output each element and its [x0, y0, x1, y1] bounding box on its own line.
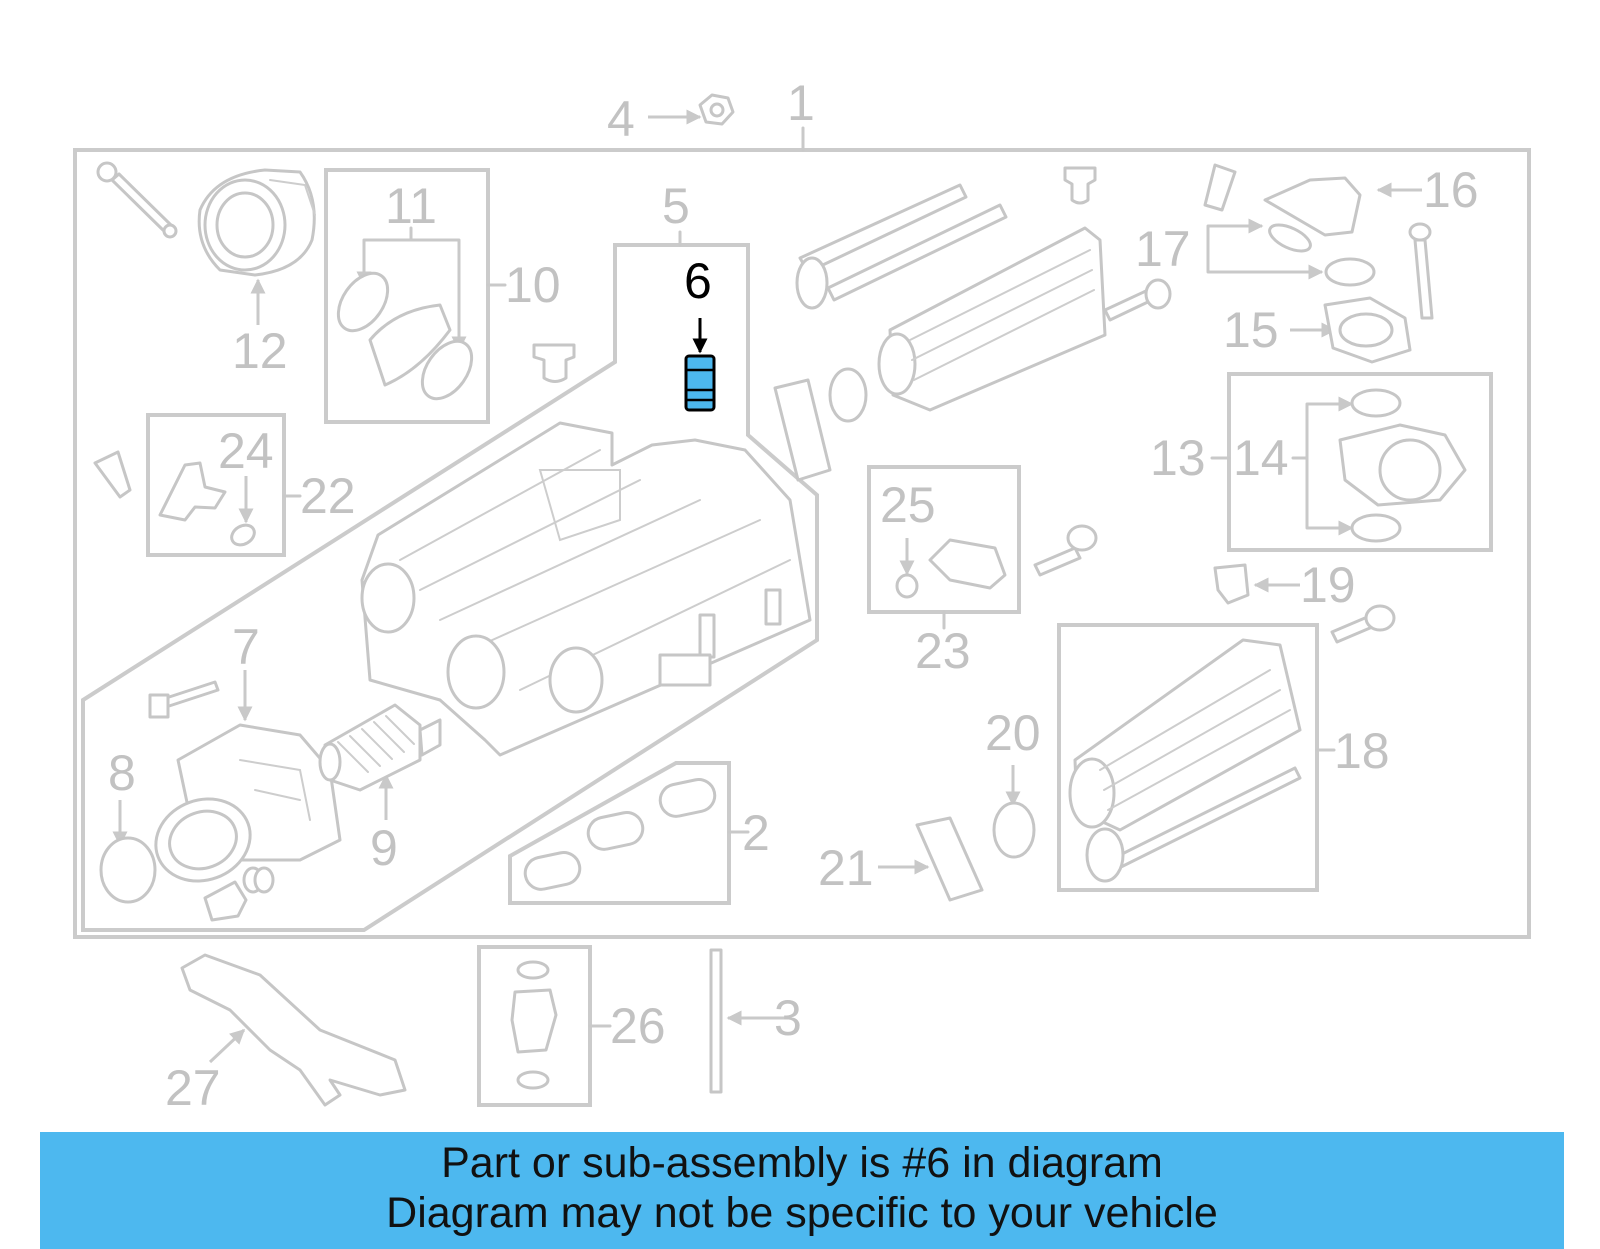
callout-17: 17: [1135, 221, 1191, 277]
subassembly-box-13: [1227, 372, 1493, 552]
part-6-highlighted: [684, 318, 716, 412]
callout-27: 27: [165, 1060, 221, 1116]
sensor-part-25: [928, 538, 1007, 590]
callout-16: 16: [1423, 162, 1479, 218]
cap-part-8: [99, 836, 157, 904]
fitting-part-26: [510, 960, 558, 1090]
bolt-part: [96, 161, 178, 239]
plug-part-19: [1213, 563, 1250, 605]
intercooler-part: [795, 183, 1107, 412]
callout-25: 25: [880, 477, 936, 533]
callout-19: 19: [1300, 557, 1356, 613]
subassembly-box-2: [508, 761, 731, 905]
stud-part-3: [709, 948, 723, 1094]
seal-part-20: [992, 801, 1036, 859]
pipe-part-27: [180, 953, 407, 1107]
callout-14: 14: [1233, 430, 1289, 486]
banner-line-disclaimer: Diagram may not be specific to your vehi…: [386, 1189, 1218, 1237]
gaskets-part-2: [523, 778, 717, 891]
throttle-housing-part-12: [197, 168, 316, 277]
callout-24: 24: [218, 423, 274, 479]
callout-1: 1: [787, 75, 815, 131]
callout-15: 15: [1223, 302, 1279, 358]
callout-26: 26: [610, 998, 666, 1054]
callout-12: 12: [232, 323, 288, 379]
callout-4: 4: [607, 91, 635, 147]
throttle-body-part-14: [1338, 388, 1467, 543]
callout-20: 20: [985, 705, 1041, 761]
callout-8: 8: [108, 745, 136, 801]
housing-part-7: [154, 723, 342, 883]
subassembly-box-18: [1057, 623, 1319, 892]
callout-5: 5: [662, 178, 690, 234]
sensor-part-24: [158, 461, 227, 522]
callout-13: 13: [1150, 430, 1206, 486]
callout-10: 10: [505, 257, 561, 313]
callout-6: 6: [684, 253, 712, 309]
callout-7: 7: [232, 619, 260, 675]
info-banner: Part or sub-assembly is #6 in diagram Di…: [40, 1132, 1564, 1249]
spring-part-9: [318, 703, 442, 792]
callout-11: 11: [385, 178, 437, 234]
gasket-part-21: [915, 816, 984, 902]
callout-2: 2: [742, 805, 770, 861]
callout-18: 18: [1334, 723, 1390, 779]
pipe-part-16: [1263, 176, 1362, 237]
plug-part: [532, 343, 576, 383]
supercharger-body-part-5: [360, 421, 812, 757]
subassembly-box-5: [81, 243, 819, 932]
plug-part-small: [203, 880, 248, 922]
subassembly-box-10: [324, 168, 490, 424]
callout-3: 3: [774, 990, 802, 1046]
subassembly-box-22: [146, 413, 286, 557]
callout-9: 9: [370, 820, 398, 876]
callout-23: 23: [915, 623, 971, 679]
callout-21: 21: [818, 840, 874, 896]
callout-22: 22: [300, 468, 356, 524]
banner-line-part: Part or sub-assembly is #6 in diagram: [441, 1139, 1163, 1187]
intercooler-part-18: [1068, 638, 1302, 883]
gasket-part-11: [336, 271, 474, 401]
